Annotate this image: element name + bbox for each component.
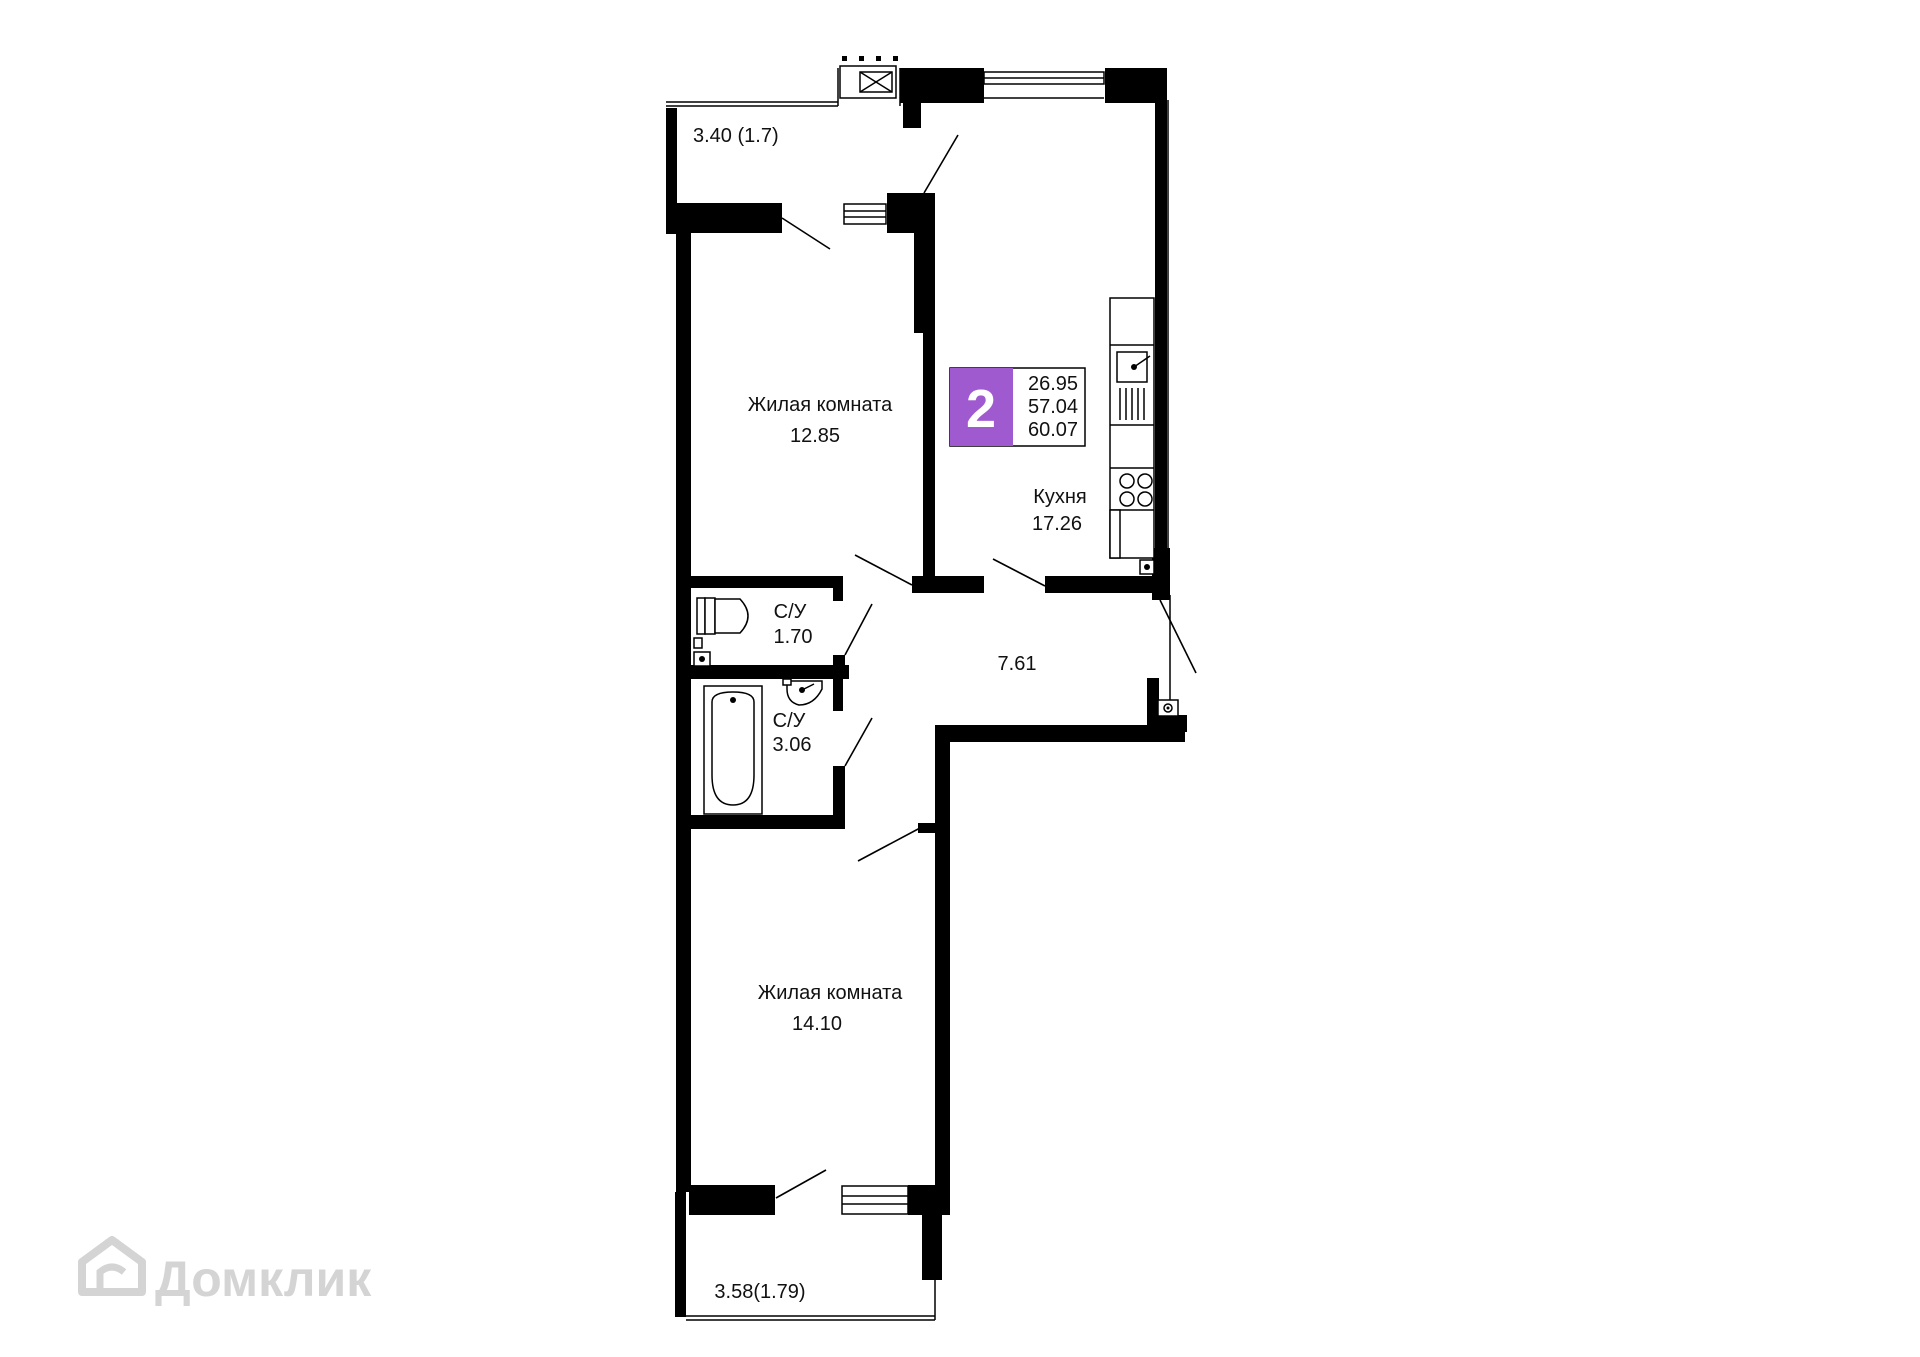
wc-2-name: С/У [773,710,806,732]
thin-lines [666,68,1171,1321]
wc-1-name: С/У [774,601,807,623]
rooms-count: 2 [966,379,996,439]
toilet-icon [693,597,749,667]
living-area: 26.95 [1028,373,1078,395]
balcony-bottom-area: 3.58(1.79) [714,1281,805,1303]
wc-2-area: 3.06 [773,734,812,756]
kitchen-counter-icon [1109,297,1155,575]
total-area: 57.04 [1028,396,1078,418]
vent-square-icon [1157,699,1179,717]
total-area-with-balcony: 60.07 [1028,419,1078,441]
wc-1-area: 1.70 [774,626,813,648]
room-labels: 3.40 (1.7) Жилая комната 12.85 Кухня 17.… [693,125,1087,1303]
rooms-badge [950,368,1013,446]
house-logo-icon [78,1236,146,1296]
doors [775,134,1197,1199]
living-room-2-area: 14.10 [792,1013,842,1035]
apartment-badge: 2 26.95 57.04 60.07 [949,367,1086,447]
fixtures [693,56,1179,815]
balcony-top-area: 3.40 (1.7) [693,125,779,147]
sink-icon [782,678,823,706]
kitchen-area: 17.26 [1032,513,1082,535]
hall-area: 7.61 [998,653,1037,675]
dotted-line [842,56,898,61]
living-room-1-area: 12.85 [790,425,840,447]
walls [666,68,1187,1317]
living-room-1-name: Жилая комната [748,394,893,416]
watermark: Домклик [78,1236,372,1307]
vent-box-icon [839,65,897,99]
watermark-text: Домклик [155,1251,372,1307]
bathtub-icon [703,685,763,815]
kitchen-name: Кухня [1033,486,1087,508]
living-room-2-name: Жилая комната [758,982,903,1004]
